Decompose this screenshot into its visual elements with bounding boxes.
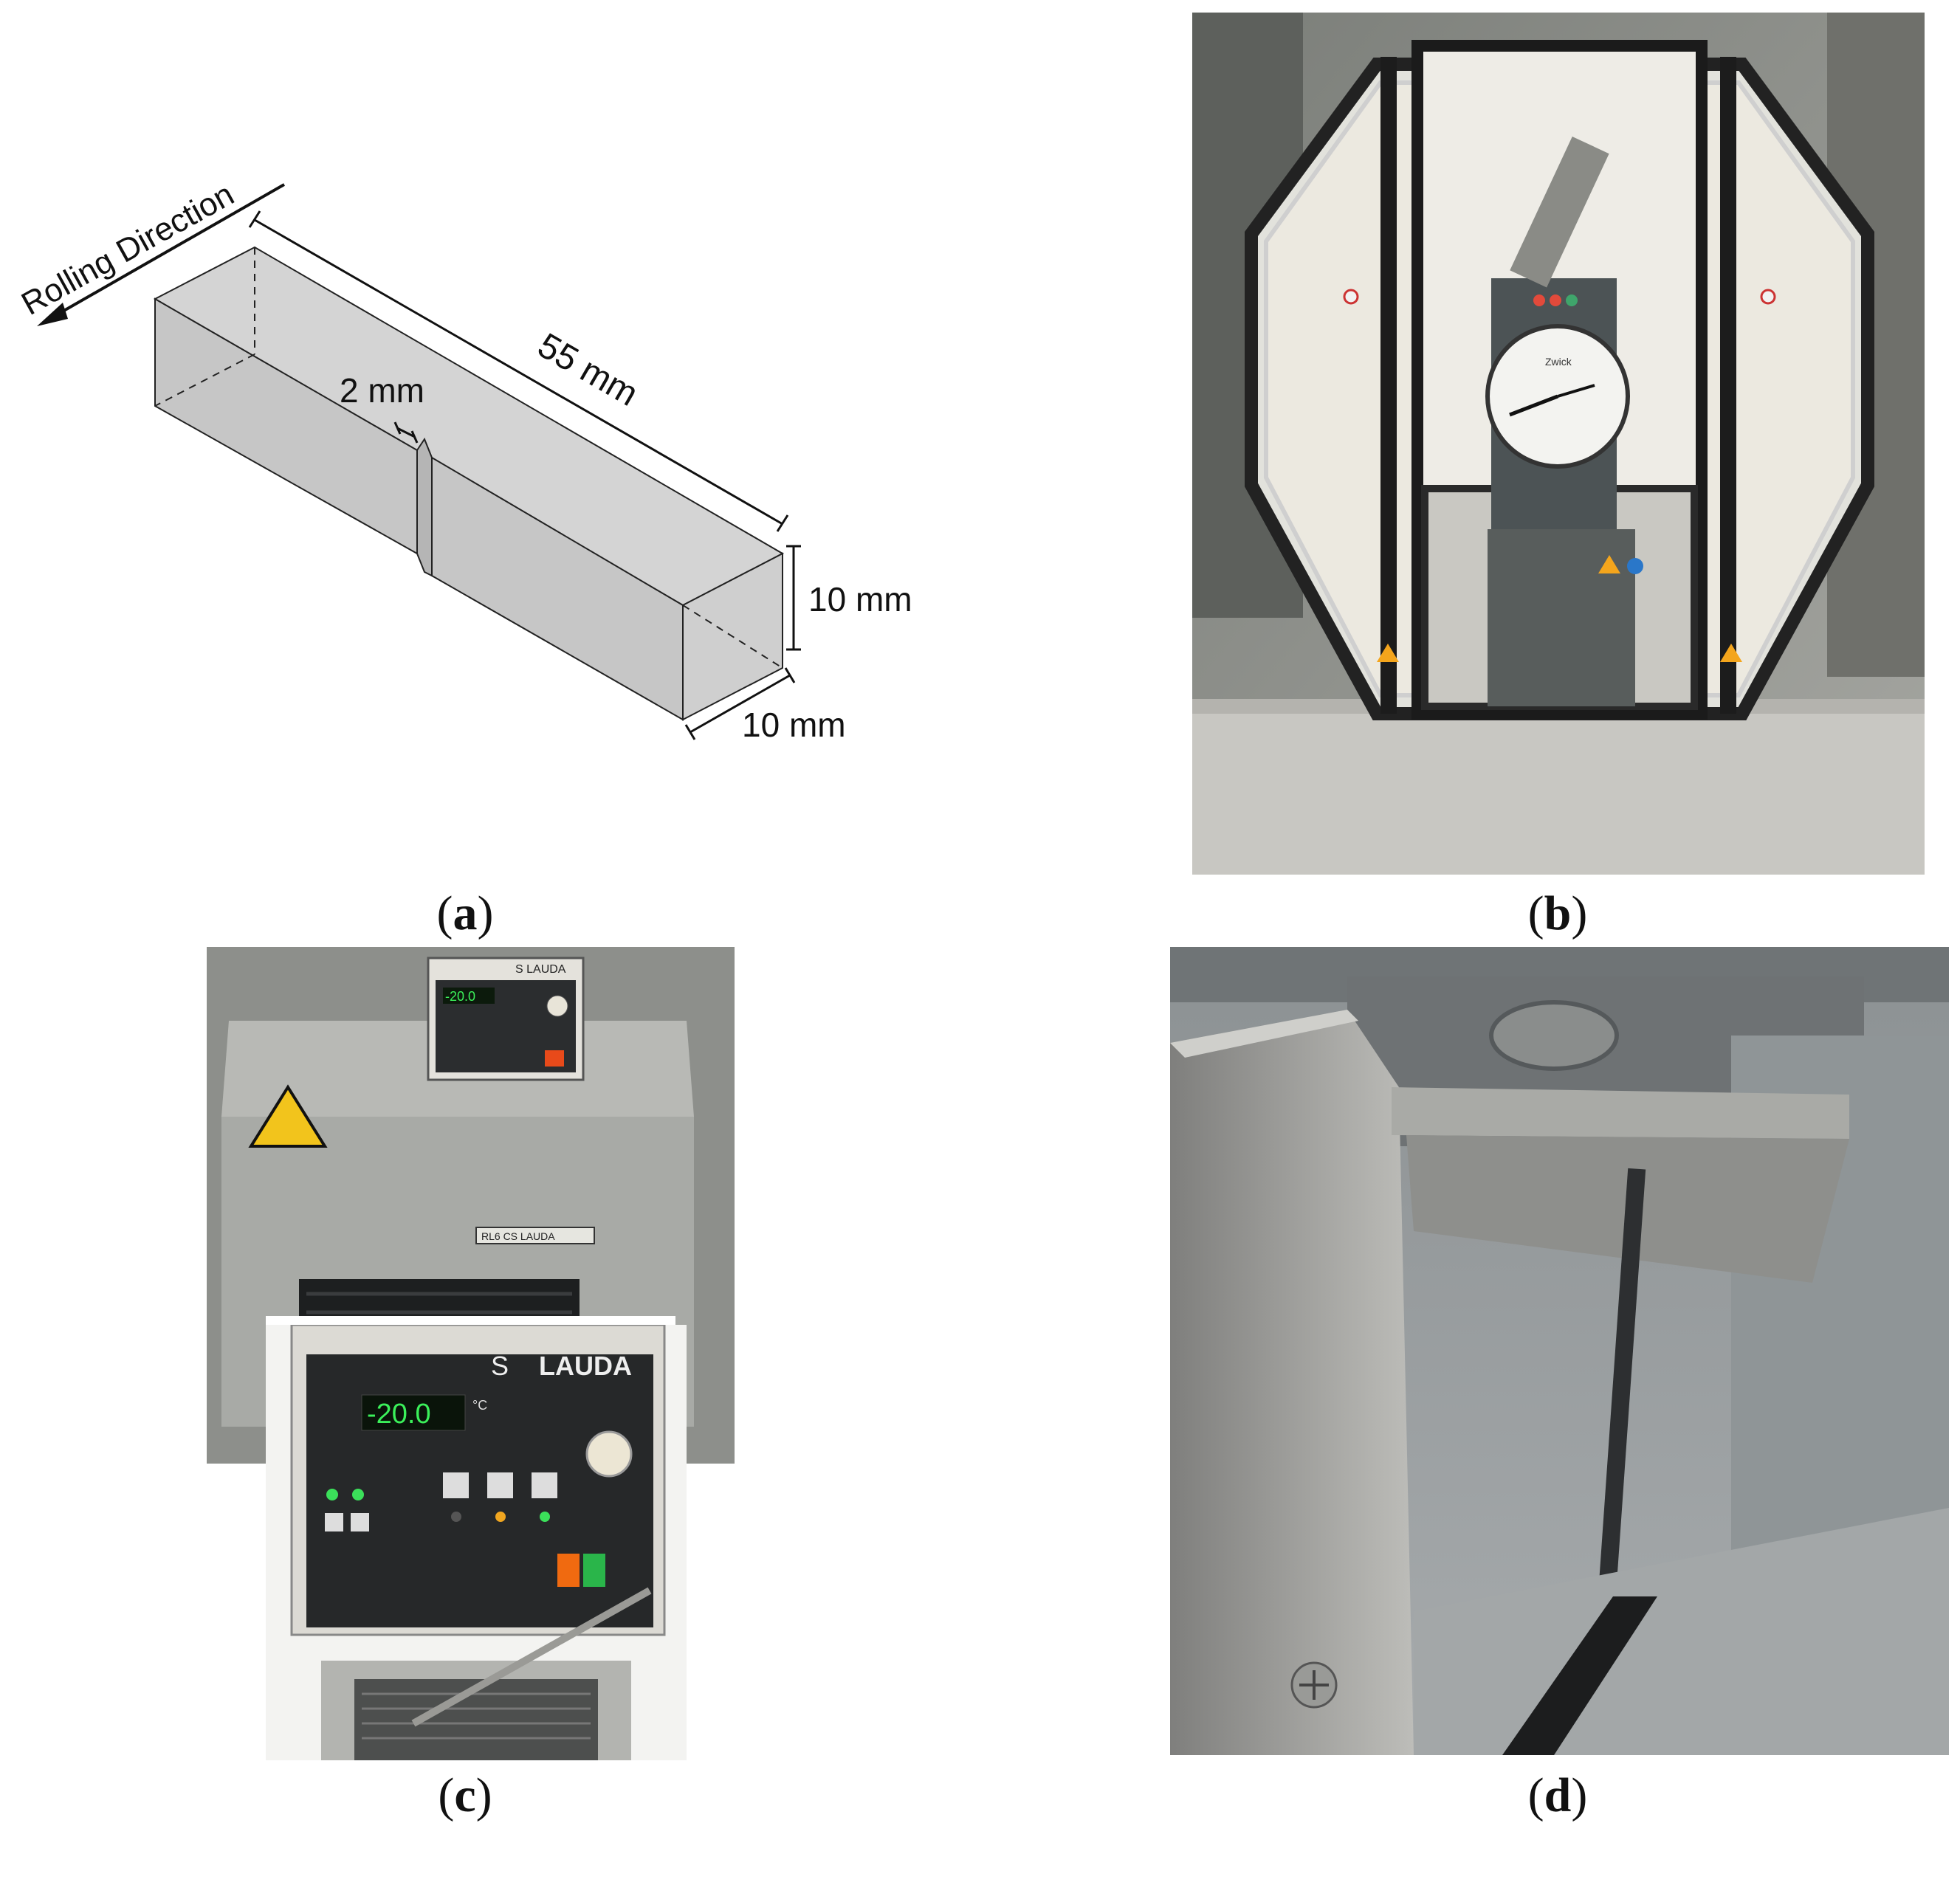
dial-brand: Zwick [1545,356,1572,368]
caption-d: (d) [1527,1768,1588,1822]
rolling-direction-arrow [45,183,285,323]
slot [1502,1596,1657,1755]
caption-a: (a) [436,886,494,940]
left-anvil [1170,1010,1414,1755]
panel-b-impact-tester-photo: Zwick [1192,13,1925,875]
notch-dimension-label: 2 mm [340,371,424,410]
pedestal [1192,706,1925,875]
setpoint-knob[interactable] [585,1430,633,1478]
caption-b: (b) [1527,886,1588,940]
temperature-display [361,1394,466,1431]
power-switch-green[interactable] [583,1554,605,1587]
temp-unit: °C [472,1398,487,1413]
width-dimension-label: 10 mm [742,706,846,744]
small-brand: S LAUDA [515,963,566,976]
panel-a-specimen-drawing: Rolling Direction 55 mm 2 mm 10 mm [0,133,960,782]
specimen-bar [1392,1087,1849,1139]
power-switch-orange[interactable] [557,1554,580,1587]
length-dimension-line [254,218,783,526]
brand-lauda: LAUDA [539,1351,632,1381]
striker-pin [1598,1168,1646,1597]
height-dimension-label: 10 mm [808,580,912,619]
specimen-diagram: Rolling Direction 55 mm 2 mm 10 mm [16,176,912,744]
tongs [411,1587,652,1727]
specimen-notch [416,437,433,577]
length-dimension-label: 55 mm [532,326,645,414]
panel-c-controller-inset: S LAUDA -20.0 °C [266,1325,687,1760]
width-dimension-line [690,674,791,734]
small-display-temp: -20.0 [445,989,475,1004]
bath-basket [354,1679,598,1760]
chiller-plate-label: RL6 CS LAUDA [481,1230,555,1242]
panel-d-specimen-on-anvil-photo [1170,947,1949,1755]
brand-s: S [491,1351,509,1381]
caption-c: (c) [438,1768,492,1822]
arrow-head [37,303,68,326]
large-display-temp: -20.0 [367,1399,431,1430]
